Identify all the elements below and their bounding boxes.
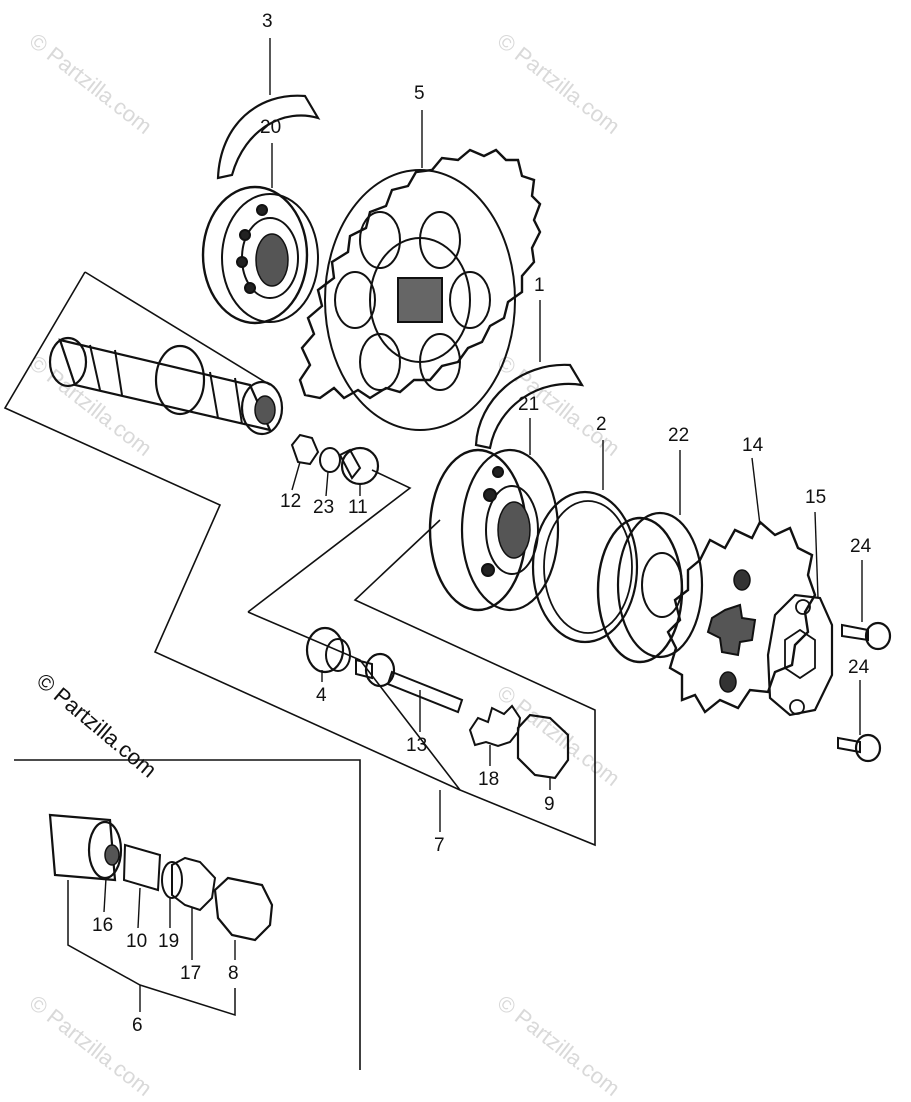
bolt-part-24-upper xyxy=(841,621,892,651)
callout-20: 20 xyxy=(260,117,282,138)
washer-part-23 xyxy=(319,447,341,473)
washer-part-12 xyxy=(290,433,320,466)
leader-16 xyxy=(103,877,107,913)
circlip-part-3 xyxy=(216,94,321,180)
callout-5: 5 xyxy=(414,83,425,104)
bearing-part-20 xyxy=(201,185,319,325)
seal-part-22 xyxy=(596,511,704,664)
callout-12: 12 xyxy=(280,491,302,512)
callout-16: 16 xyxy=(92,915,114,936)
bearing-part-21 xyxy=(428,448,560,612)
callout-24-upper: 24 xyxy=(850,536,872,557)
bolt-part-11 xyxy=(338,446,380,486)
group-outline-7-right xyxy=(247,469,412,613)
leader-15 xyxy=(814,511,819,599)
lockwasher-part-17 xyxy=(171,856,217,912)
shaft-main xyxy=(48,336,284,436)
sprocket-part-14 xyxy=(666,520,817,714)
leader-14 xyxy=(751,457,761,526)
callout-15: 15 xyxy=(805,487,827,508)
callout-4: 4 xyxy=(316,685,327,706)
callout-19: 19 xyxy=(158,931,180,952)
leader-12 xyxy=(291,461,301,491)
callout-24-lower: 24 xyxy=(848,657,870,678)
shaft-sub-assembly xyxy=(48,813,123,882)
sub-assembly-divider xyxy=(14,759,361,1070)
collar-part-4 xyxy=(305,626,351,674)
group-outline-upper xyxy=(3,271,461,791)
gear-part-5 xyxy=(298,148,542,431)
callout-1: 1 xyxy=(534,275,545,296)
group-outline-7-box xyxy=(247,519,596,847)
callout-3: 3 xyxy=(262,11,273,32)
callout-23: 23 xyxy=(313,497,335,518)
spindle-part-10 xyxy=(122,843,162,892)
callout-10: 10 xyxy=(126,931,148,952)
callout-18: 18 xyxy=(478,769,500,790)
lockwasher-part-18 xyxy=(468,704,522,748)
callout-11: 11 xyxy=(348,497,368,518)
nut-part-8 xyxy=(213,876,274,942)
leader-10 xyxy=(137,887,141,929)
callout-14: 14 xyxy=(742,435,764,456)
callout-9: 9 xyxy=(544,794,555,815)
ring-part-2 xyxy=(531,490,639,644)
callout-13: 13 xyxy=(406,735,428,756)
plate-part-15 xyxy=(766,593,834,717)
callout-8: 8 xyxy=(228,963,239,984)
spindle-part-13 xyxy=(355,652,464,714)
washer-part-19 xyxy=(161,861,183,899)
callout-2: 2 xyxy=(596,414,607,435)
circlip-part-1 xyxy=(474,363,585,450)
bolt-part-24-lower xyxy=(837,733,882,763)
callout-6: 6 xyxy=(132,1015,143,1036)
leader-23 xyxy=(325,471,329,497)
group-outline-inner xyxy=(84,271,271,386)
callout-7: 7 xyxy=(434,835,445,856)
nut-part-9 xyxy=(516,713,570,780)
callout-21: 21 xyxy=(518,394,540,415)
callout-17: 17 xyxy=(180,963,202,984)
callout-22: 22 xyxy=(668,425,690,446)
